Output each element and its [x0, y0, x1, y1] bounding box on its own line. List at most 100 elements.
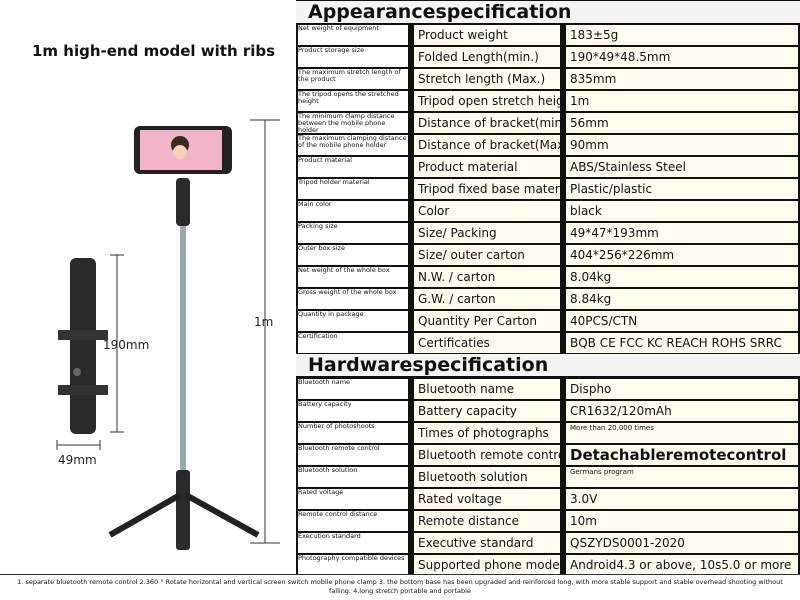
spec-row: The maximum clamping distance of the mob…	[296, 135, 800, 155]
spec-row-value: 49*47*193mm	[566, 223, 798, 243]
spec-row-label: Distance of bracket(Max.)	[414, 135, 560, 155]
spec-row-caption: Product material	[298, 157, 408, 177]
spec-row-label: Tripod fixed base material	[414, 179, 560, 199]
spec-row: Execution standard Executive standard QSZY…	[296, 533, 800, 553]
spec-row-value: CR1632/120mAh	[566, 401, 798, 421]
spec-row-label: Folded Length(min.)	[414, 47, 560, 67]
spec-row-value: 190*49*48.5mm	[566, 47, 798, 67]
folded-width-label: 49mm	[58, 453, 97, 467]
spec-row-value: 90mm	[566, 135, 798, 155]
spec-row-value: Germans program	[566, 467, 798, 487]
spec-row-value: 183±5g	[566, 25, 798, 45]
spec-row-value: 1m	[566, 91, 798, 111]
spec-row-value: 40PCS/CTN	[566, 311, 798, 331]
spec-row-value: Detachableremotecontrol	[566, 445, 798, 465]
spec-row-caption: Bluetooth name	[298, 379, 408, 399]
spec-row-label: Remote distance	[414, 511, 560, 531]
spec-row: Product material Product material ABS/Stai…	[296, 157, 800, 177]
spec-row-caption: The minimum clamp distance between the m…	[298, 113, 408, 133]
spec-row-caption: The tripod opens the stretched height	[298, 91, 408, 111]
spec-row: Battery capacity Battery capacity CR1632/1…	[296, 401, 800, 421]
spec-row-label: Rated voltage	[414, 489, 560, 509]
spec-row: Tripod holder material Tripod fixed base …	[296, 179, 800, 199]
spec-row-caption: Photography compatible devices	[298, 555, 408, 575]
spec-row: Product storage size Folded Length(min.) 1…	[296, 47, 800, 67]
spec-row-caption: Main color	[298, 201, 408, 221]
spec-row: Gross weight of the whole box G.W. / cart…	[296, 289, 800, 309]
spec-row: Main color Color black	[296, 201, 800, 221]
spec-row: Packing size Size/ Packing 49*47*193mm	[296, 223, 800, 243]
spec-row: Certification Certificaties BQB CE FCC KC …	[296, 333, 800, 353]
appearance-section-title: Appearancespecification	[296, 1, 800, 23]
spec-row: Bluetooth solution Bluetooth solution Germ…	[296, 467, 800, 487]
spec-row: The maximum stretch length of the produc…	[296, 69, 800, 89]
product-image-panel: 1m high-end model with ribs 190mm 49mm 1…	[0, 0, 298, 574]
folded-height-label: 190mm	[103, 338, 150, 352]
spec-row-label: Bluetooth remote control	[414, 445, 560, 465]
spec-row-value: Plastic/plastic	[566, 179, 798, 199]
spec-row: Net weight of equipment Product weight 183…	[296, 25, 800, 45]
spec-row-caption: Net weight of equipment	[298, 25, 408, 45]
spec-row: Photography compatible devices Supported …	[296, 555, 800, 575]
spec-row-label: Certificaties	[414, 333, 560, 353]
spec-row-caption: Tripod holder material	[298, 179, 408, 199]
spec-row-caption: Quantity in package	[298, 311, 408, 331]
spec-row-caption: Execution standard	[298, 533, 408, 553]
spec-row-label: Product material	[414, 157, 560, 177]
spec-row-label: Distance of bracket(min.)	[414, 113, 560, 133]
spec-row-caption: Gross weight of the whole box	[298, 289, 408, 309]
extended-length-label: 1m	[254, 315, 274, 329]
spec-row-label: Bluetooth name	[414, 379, 560, 399]
spec-row-caption: The maximum stretch length of the produc…	[298, 69, 408, 89]
spec-row-value: BQB CE FCC KC REACH ROHS SRRC	[566, 333, 798, 353]
spec-row-caption: Packing size	[298, 223, 408, 243]
spec-row-caption: Bluetooth solution	[298, 467, 408, 487]
spec-row-caption: Product storage size	[298, 47, 408, 67]
spec-row-value: Android4.3 or above, 10s5.0 or more	[566, 555, 798, 575]
spec-row-label: Bluetooth solution	[414, 467, 560, 487]
spec-row: Bluetooth remote control Bluetooth remote…	[296, 445, 800, 465]
product-illustration	[56, 119, 280, 550]
spec-row-label: Executive standard	[414, 533, 560, 553]
spec-row-caption: Outer box size	[298, 245, 408, 265]
spec-row-label: Product weight	[414, 25, 560, 45]
spec-row-value: 56mm	[566, 113, 798, 133]
spec-row-caption: Battery capacity	[298, 401, 408, 421]
spec-row: Number of photoshoots Times of photograph…	[296, 423, 800, 443]
spec-row-label: N.W. / carton	[414, 267, 560, 287]
hardware-section-title: Hardwarespecification	[296, 354, 800, 376]
spec-row-label: G.W. / carton	[414, 289, 560, 309]
spec-row-label: Size/ Packing	[414, 223, 560, 243]
spec-row: Quantity in package Quantity Per Carton 40…	[296, 311, 800, 331]
spec-row-caption: Rated voltage	[298, 489, 408, 509]
spec-row-value: QSZYDS0001-2020	[566, 533, 798, 553]
spec-row: Outer box size Size/ outer carton 404*256*…	[296, 245, 800, 265]
spec-row-label: Supported phone models	[414, 555, 560, 575]
spec-row-label: Battery capacity	[414, 401, 560, 421]
spec-row-label: Color	[414, 201, 560, 221]
spec-row: The minimum clamp distance between the m…	[296, 113, 800, 133]
spec-row-value: Dispho	[566, 379, 798, 399]
spec-row-value: 835mm	[566, 69, 798, 89]
spec-row-caption: Bluetooth remote control	[298, 445, 408, 465]
spec-row-caption: The maximum clamping distance of the mob…	[298, 135, 408, 155]
spec-row-label: Times of photographs	[414, 423, 560, 443]
spec-row-caption: Certification	[298, 333, 408, 353]
spec-row: Net weight of the whole box N.W. / carton…	[296, 267, 800, 287]
spec-row-caption: Net weight of the whole box	[298, 267, 408, 287]
spec-row-value: ABS/Stainless Steel	[566, 157, 798, 177]
spec-row-label: Quantity Per Carton	[414, 311, 560, 331]
product-title: 1m high-end model with ribs	[32, 42, 276, 60]
spec-row-caption: Remote control distance	[298, 511, 408, 531]
spec-row-value: black	[566, 201, 798, 221]
spec-row-value: 8.84kg	[566, 289, 798, 309]
spec-row-caption: Number of photoshoots	[298, 423, 408, 443]
spec-sheet: Appearancespecification Net weight of eq…	[296, 0, 800, 575]
spec-row-value: 8.04kg	[566, 267, 798, 287]
spec-row-value: 404*256*226mm	[566, 245, 798, 265]
spec-row-label: Size/ outer carton	[414, 245, 560, 265]
spec-row-label: Stretch length (Max.)	[414, 69, 560, 89]
spec-row: Bluetooth name Bluetooth name Dispho	[296, 379, 800, 399]
